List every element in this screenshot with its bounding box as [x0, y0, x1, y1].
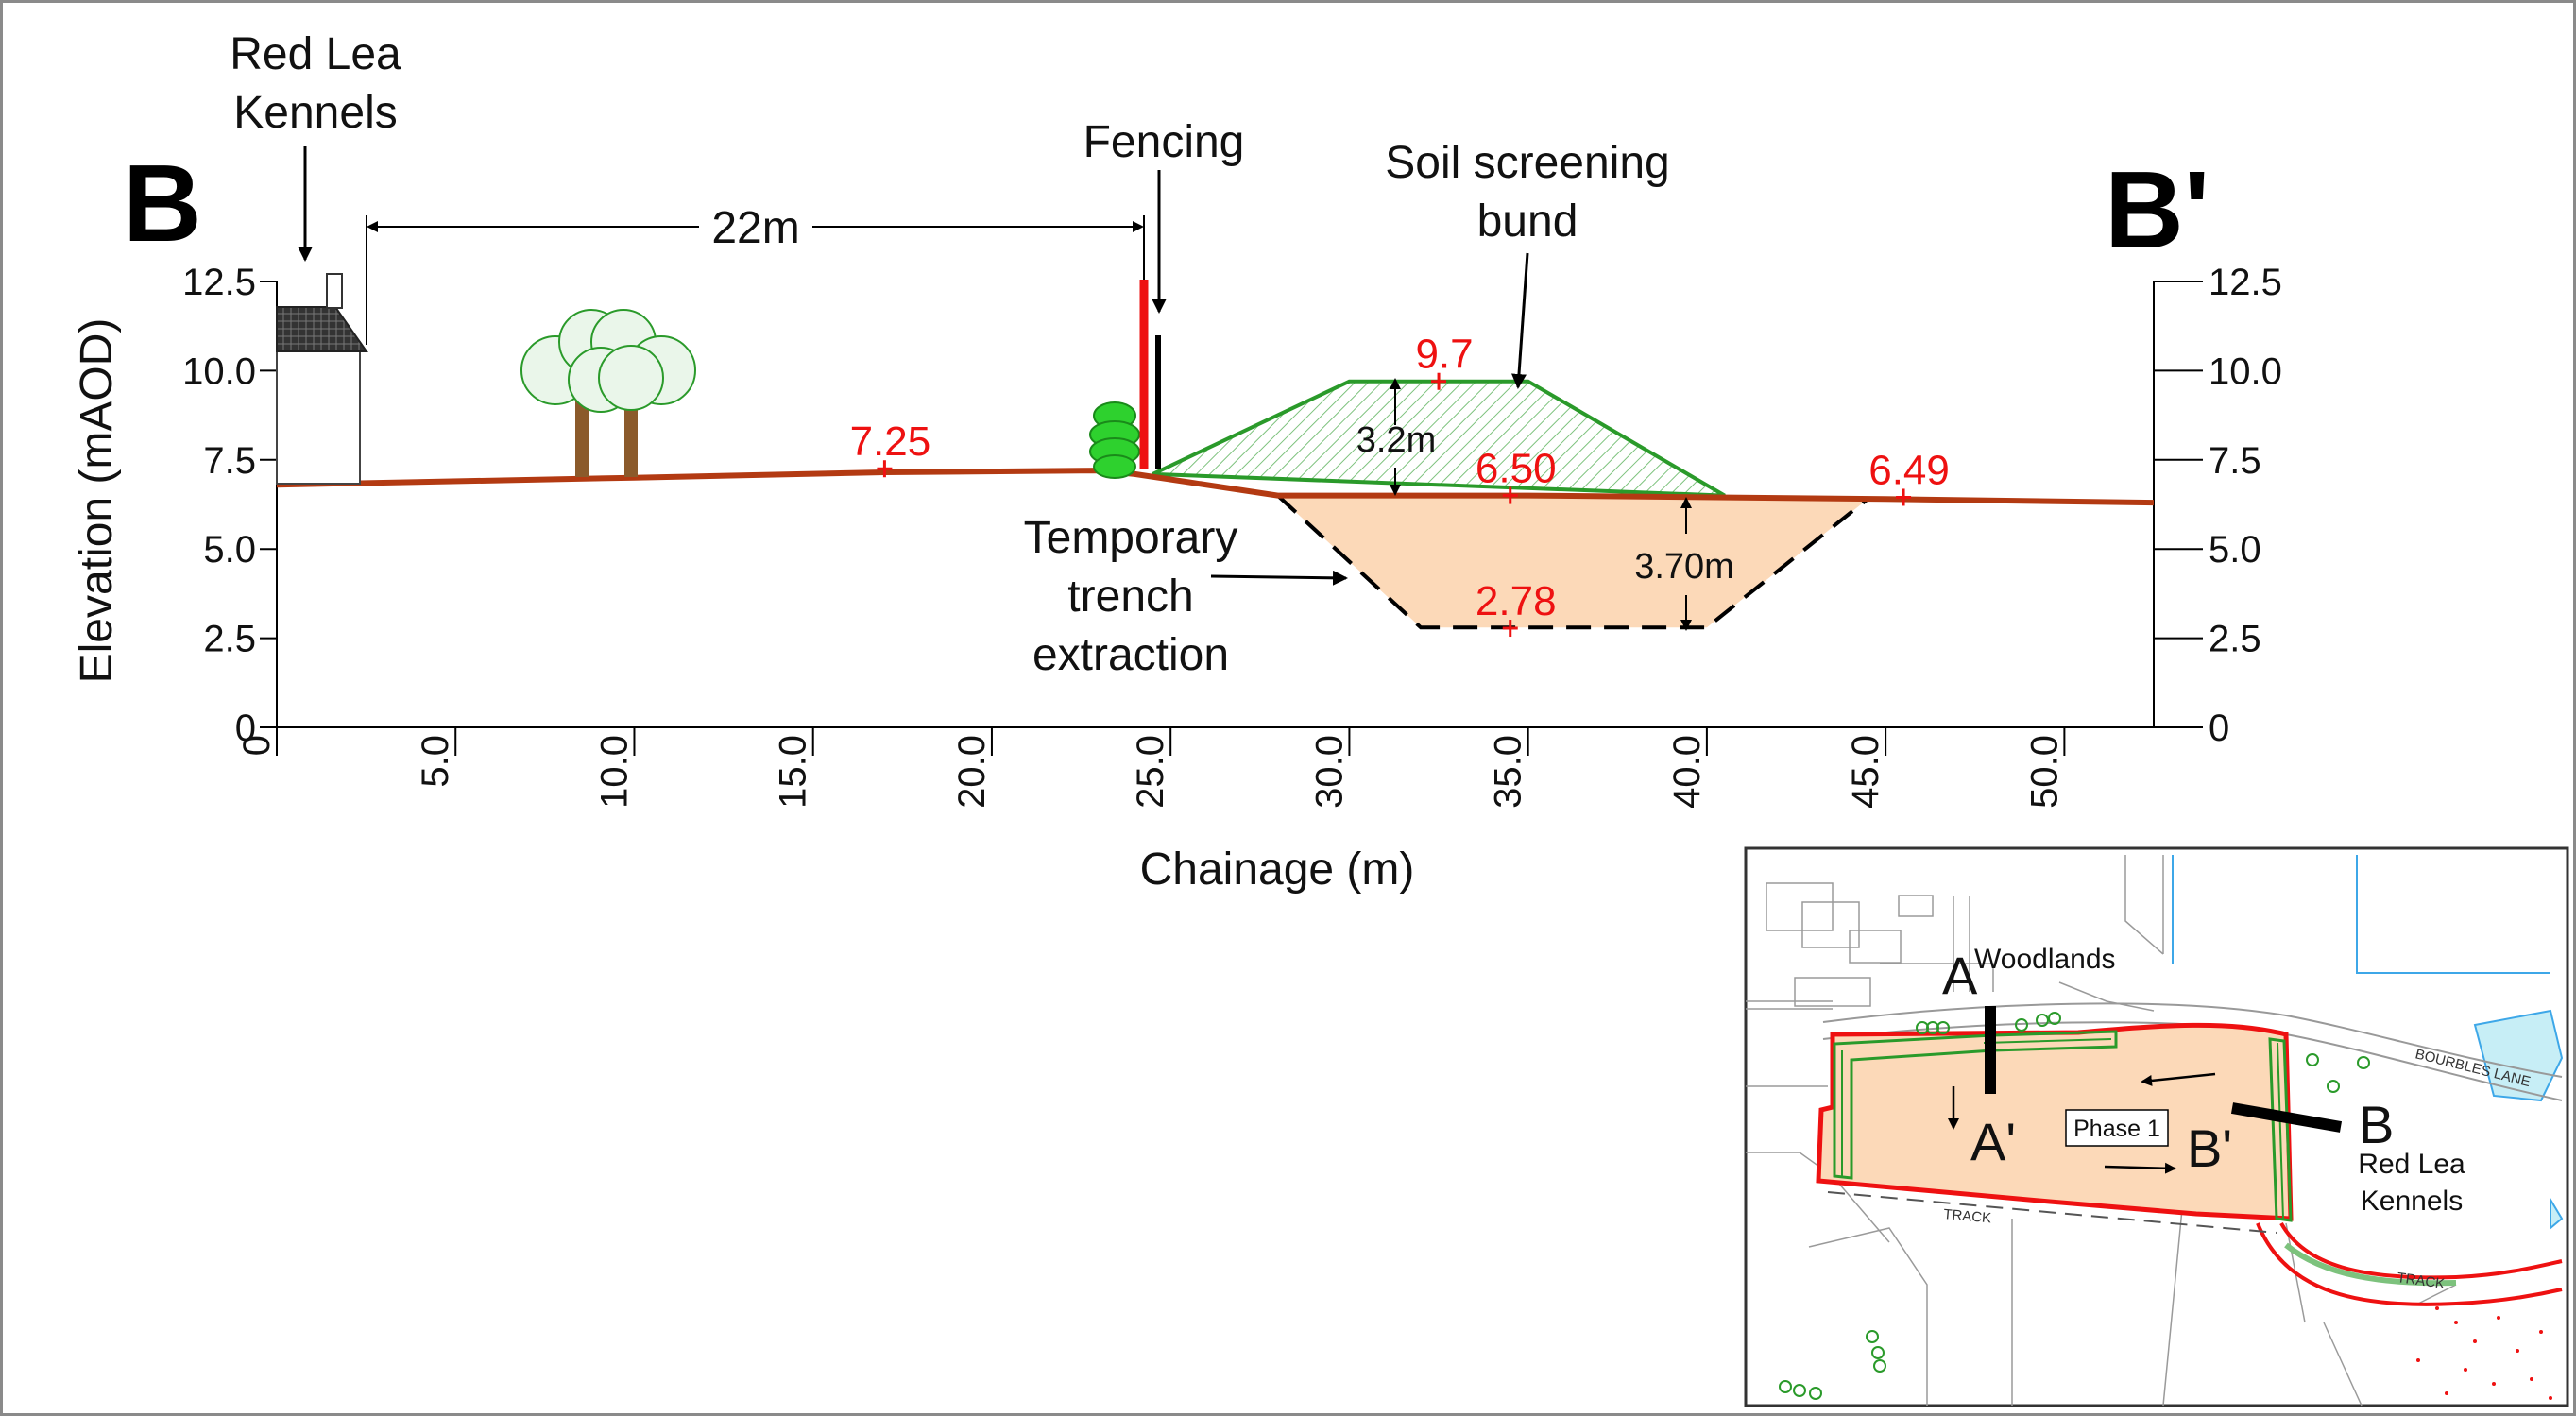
ground-profile-line [276, 468, 2155, 506]
trench-outline [1276, 494, 1869, 630]
house-wall [276, 350, 361, 485]
soil-screening-bund [1152, 379, 1726, 498]
map-label-woodlands: Woodlands [1974, 944, 2116, 975]
bund-label-line2: bund [1477, 196, 1578, 247]
x-tick-label: 15.0 [773, 735, 814, 809]
spot-level-label: 6.50 [1476, 446, 1557, 492]
map-label-b: B [2359, 1095, 2394, 1154]
y-tick-label: 2.5 [203, 619, 256, 660]
map-label-kennels-line1: Red Lea [2358, 1149, 2465, 1180]
y-tick-label-right: 10.0 [2209, 350, 2282, 392]
spot-level: 6.49 [1868, 447, 1950, 506]
y-tick-label: 0 [235, 708, 256, 749]
x-ticks: 0 5.0 10.0 15.0 20.0 25.0 30.0 35.0 40.0 45.0 50.0 [236, 727, 2065, 809]
phase-arrow [2141, 1072, 2216, 1086]
x-tick-label: 30.0 [1308, 735, 1350, 809]
kennels-label-line1: Red Lea [230, 29, 401, 79]
kennels-label-line2: Kennels [233, 88, 397, 138]
spot-level-label: 9.7 [1415, 332, 1473, 378]
map-label-track-1: TRACK [1943, 1206, 1992, 1226]
spot-levels: 7.25 9.7 6.50 2.78 6.49 [850, 332, 1950, 638]
trench-label-line3: extraction [1032, 630, 1229, 680]
y-axis-label: Elevation (mAOD) [72, 318, 122, 684]
y-tick-label: 10.0 [182, 350, 256, 392]
trench-arrow [1210, 570, 1348, 586]
bund-arrow [1511, 252, 1529, 389]
x-tick-label: 45.0 [1845, 735, 1886, 809]
trees [520, 309, 696, 477]
y-ticks-right: 0 2.5 5.0 7.5 10.0 12.5 [2154, 262, 2282, 749]
spot-level-label: 6.49 [1868, 447, 1950, 493]
inset-location-map: Phase 1 A A' B B' Woodlands Red Lea Kenn… [1744, 846, 2569, 1407]
trench-depth-label: 3.70m [1634, 547, 1734, 587]
map-label-kennels-line2: Kennels [2361, 1186, 2463, 1217]
y-tick-label-right: 0 [2209, 708, 2229, 749]
section-line-b [2230, 1102, 2343, 1133]
map-label-b-prime: B' [2187, 1118, 2232, 1178]
x-tick-label: 20.0 [951, 735, 993, 809]
trench-label-line2: trench [1067, 572, 1193, 622]
map-label-a: A [1942, 946, 1978, 1005]
y-tick-label: 7.5 [203, 440, 256, 482]
x-tick-label: 40.0 [1666, 735, 1708, 809]
y-tick-label: 12.5 [182, 262, 256, 303]
tree-trunk [624, 397, 638, 477]
hedge [1089, 401, 1140, 479]
x-axis-label: Chainage (m) [1140, 844, 1415, 895]
kennels-house [276, 273, 368, 485]
spot-level: 2.78 [1476, 578, 1557, 638]
spot-level-label: 2.78 [1476, 578, 1557, 624]
spot-level-label: 7.25 [850, 418, 931, 465]
spot-level: 9.7 [1415, 332, 1474, 390]
distance-label: 22m [711, 203, 799, 253]
fencing-label: Fencing [1083, 117, 1245, 167]
y-tick-label-right: 5.0 [2209, 529, 2261, 571]
tree-trunk [575, 397, 589, 477]
x-tick-label: 10.0 [594, 735, 636, 809]
trench-extraction-area [1277, 495, 1868, 628]
x-tick-label: 0 [236, 735, 278, 756]
house-roof [276, 306, 368, 352]
trench-label-line1: Temporary [1024, 513, 1238, 563]
y-ticks-left: 0 2.5 5.0 7.5 10.0 12.5 [182, 262, 277, 749]
phase-label: Phase 1 [2073, 1116, 2160, 1142]
map-label-track-2: TRACK [2396, 1270, 2446, 1292]
tree-canopy [598, 345, 664, 411]
y-tick-label: 5.0 [203, 529, 256, 571]
bund-height-label: 3.2m [1356, 420, 1436, 460]
phase-arrow [2104, 1162, 2176, 1174]
phase-label-box [2065, 1109, 2169, 1147]
y-tick-label-right: 2.5 [2209, 619, 2261, 660]
section-label-b: B [123, 142, 202, 264]
y-tick-label-right: 7.5 [2209, 440, 2261, 482]
map-label-a-prime: A' [1970, 1112, 2016, 1171]
house-chimney [326, 273, 343, 309]
spot-level: 7.25 [850, 418, 931, 478]
x-tick-label: 5.0 [415, 735, 456, 788]
x-tick-label: 50.0 [2023, 735, 2065, 809]
y-tick-label-right: 12.5 [2209, 262, 2282, 303]
bund-label-line1: Soil screening [1385, 138, 1670, 188]
x-tick-label: 35.0 [1488, 735, 1529, 809]
section-label-b-prime: B' [2105, 148, 2209, 271]
x-tick-label: 25.0 [1130, 735, 1171, 809]
spot-level: 6.50 [1476, 446, 1557, 504]
